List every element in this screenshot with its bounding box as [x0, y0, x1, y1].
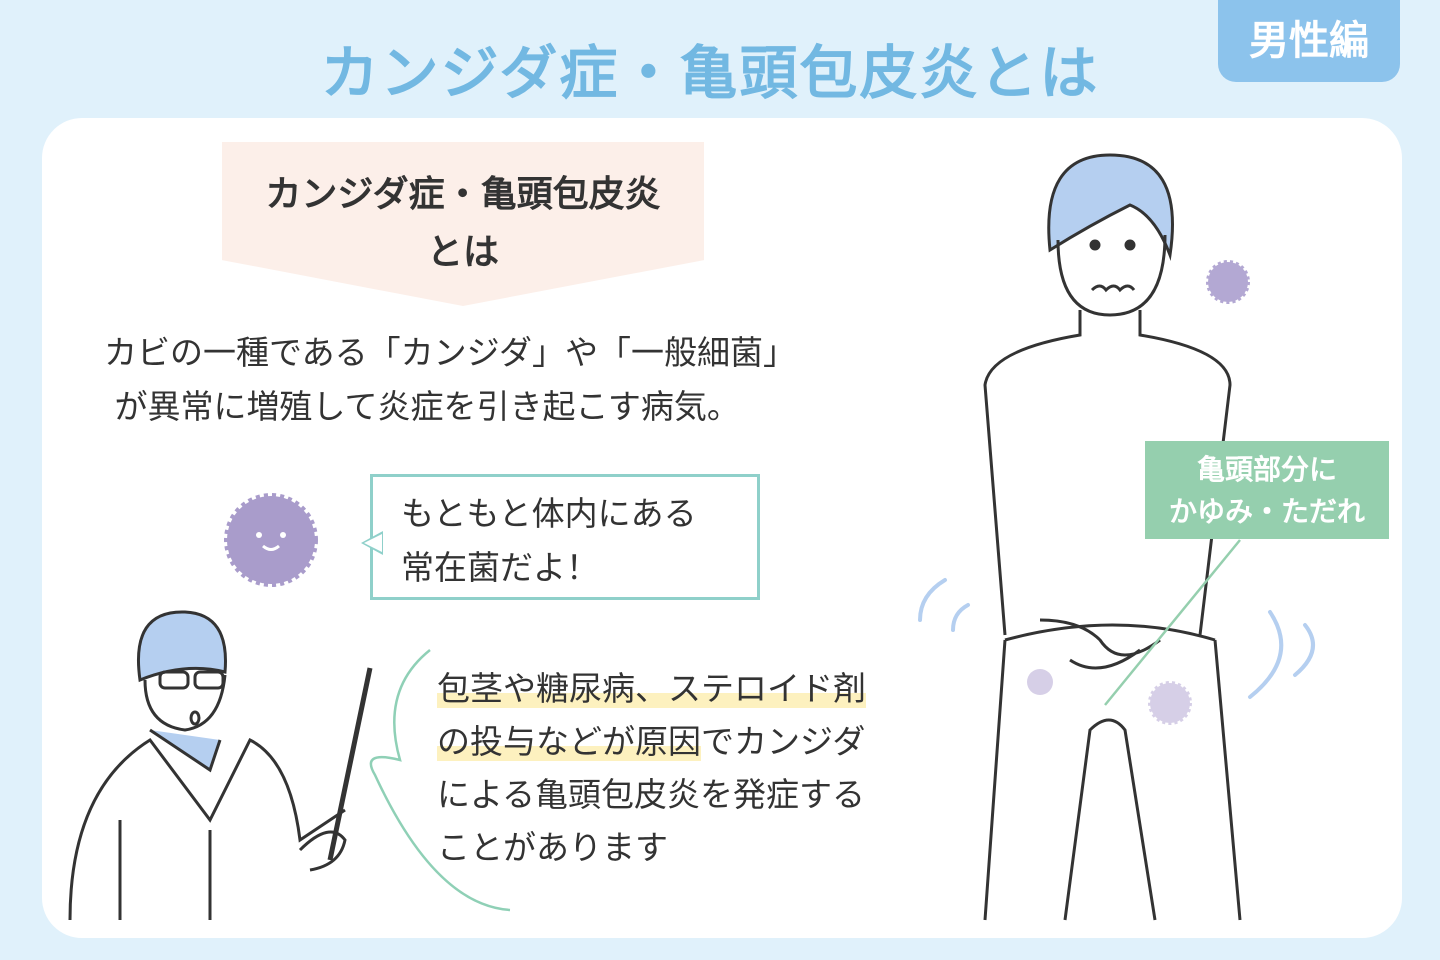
highlighted-text: 包茎や糖尿病、ステロイド剤: [437, 669, 866, 708]
text-line: もともと体内にある: [401, 494, 697, 533]
speech-bubble: もともと体内にある 常在菌だよ！: [361, 474, 760, 600]
text-segment: でカンジダ: [701, 722, 866, 761]
cause-text: 包茎や糖尿病、ステロイド剤 の投与などが原因でカンジダ による亀頭包皮炎を発症す…: [437, 662, 866, 874]
heading-line: カンジダ症・亀頭包皮炎: [265, 174, 661, 215]
highlighted-text: の投与などが原因: [437, 722, 701, 761]
text-line: ことがあります: [437, 828, 668, 867]
gender-badge: 男性編: [1218, 0, 1400, 82]
heading-line: とは: [426, 232, 499, 273]
symptom-label: 亀頭部分に かゆみ・ただれ: [1145, 441, 1389, 539]
definition-text: カビの一種である「カンジダ」や「一般細菌」 が異常に増殖して炎症を引き起こす病気…: [104, 326, 796, 434]
page-title: カンジダ症・亀頭包皮炎とは: [320, 39, 1100, 107]
text-line: が異常に増殖して炎症を引き起こす病気。: [104, 387, 740, 426]
text-line: 常在菌だよ！: [401, 548, 599, 587]
label-line: かゆみ・ただれ: [1168, 495, 1365, 528]
text-line: カビの一種である「カンジダ」や「一般細菌」: [104, 333, 797, 372]
label-line: 亀頭部分に: [1196, 453, 1337, 486]
text-line: による亀頭包皮炎を発症する: [437, 775, 866, 814]
